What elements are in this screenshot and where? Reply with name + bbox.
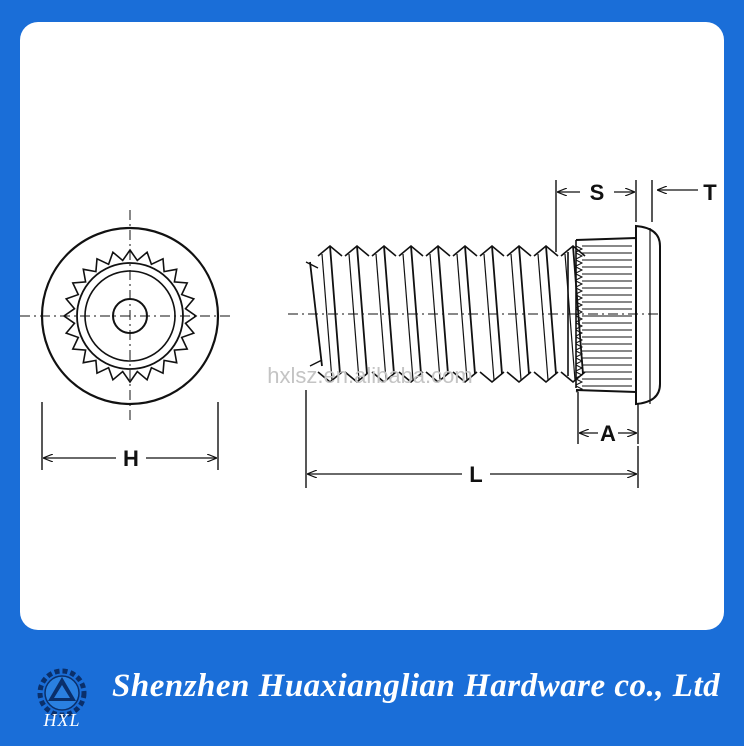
thread-root <box>560 371 586 384</box>
fastener-drawing: H <box>20 180 717 488</box>
thread-root <box>506 371 532 384</box>
thread-root <box>317 371 343 384</box>
knurl-tooth <box>575 252 584 260</box>
knurl-tooth <box>575 329 584 337</box>
thread-root <box>452 371 478 384</box>
knurl-tooth <box>575 322 584 330</box>
thread-chamfer <box>305 261 323 367</box>
dimension-label-t: T <box>703 180 717 205</box>
knurl-tooth <box>575 294 584 302</box>
end-view <box>20 210 232 470</box>
thread-circle <box>84 270 176 362</box>
thread-flank <box>510 253 522 381</box>
thread-flank <box>410 245 422 375</box>
thread-start-edge <box>309 261 323 367</box>
thread-flank <box>356 245 368 375</box>
thread-flank <box>348 253 360 381</box>
flange-head <box>635 224 661 406</box>
center-hole <box>112 298 148 334</box>
dimension-label-a: A <box>600 421 616 446</box>
company-name: Shenzhen Huaxianglian Hardware co., Ltd <box>112 668 721 704</box>
thread-flank <box>383 245 395 375</box>
knurl-tooth <box>575 385 584 393</box>
knurl-tooth <box>575 301 584 309</box>
thread-flank <box>545 245 557 375</box>
knurl-tooth <box>575 364 584 372</box>
thread-flank <box>564 253 576 381</box>
knurl-tooth <box>575 245 584 253</box>
watermark-text: hxlsz.en.alibaba.com <box>267 363 472 388</box>
dimension-label-l: L <box>469 462 482 487</box>
thread-flank <box>375 253 387 381</box>
thread-flank <box>518 245 530 375</box>
knurl-tooth <box>575 273 584 281</box>
knurl-tooth <box>575 266 584 274</box>
thread-root <box>533 371 559 384</box>
logo-text: HXL <box>43 710 81 730</box>
knurl-tooth <box>575 336 584 344</box>
thread-pattern <box>317 244 586 384</box>
knurl-tooth <box>575 287 584 295</box>
knurl-lines <box>575 245 632 393</box>
company-logo-icon <box>37 668 87 718</box>
inner-circle <box>76 262 184 370</box>
thread-root <box>344 371 370 384</box>
knurl-tooth <box>575 371 584 379</box>
thread-flank <box>464 245 476 375</box>
outer-head-circle <box>40 226 220 406</box>
drawing-panel: H <box>20 22 724 630</box>
thread-flank <box>321 253 333 381</box>
knurl-tooth <box>575 343 584 351</box>
dimension-label-h: H <box>123 446 139 471</box>
knurl-tooth <box>575 357 584 365</box>
thread-flank <box>402 253 414 381</box>
footer-bar: HXL Shenzhen Huaxianglian Hardware co., … <box>0 630 744 746</box>
knurl-body <box>575 236 637 394</box>
thread-flank <box>456 253 468 381</box>
thread-root <box>371 371 397 384</box>
knurl-serration <box>62 248 198 384</box>
knurl-tooth <box>575 350 584 358</box>
thread-flank <box>491 245 503 375</box>
thread-root <box>479 371 505 384</box>
dimension-label-s: S <box>590 180 605 205</box>
thread-flank <box>483 253 495 381</box>
thread-flank <box>329 245 341 375</box>
side-view <box>288 180 698 488</box>
knurl-tooth <box>575 308 584 316</box>
thread-flank <box>429 253 441 381</box>
thread-root <box>398 371 424 384</box>
knurl-tooth <box>575 315 584 323</box>
thread-flank <box>537 253 549 381</box>
knurl-tooth <box>575 280 584 288</box>
knurl-tooth <box>575 378 584 386</box>
thread-root <box>425 371 451 384</box>
knurl-start <box>567 240 577 388</box>
thread-flank <box>437 245 449 375</box>
knurl-tooth <box>575 259 584 267</box>
